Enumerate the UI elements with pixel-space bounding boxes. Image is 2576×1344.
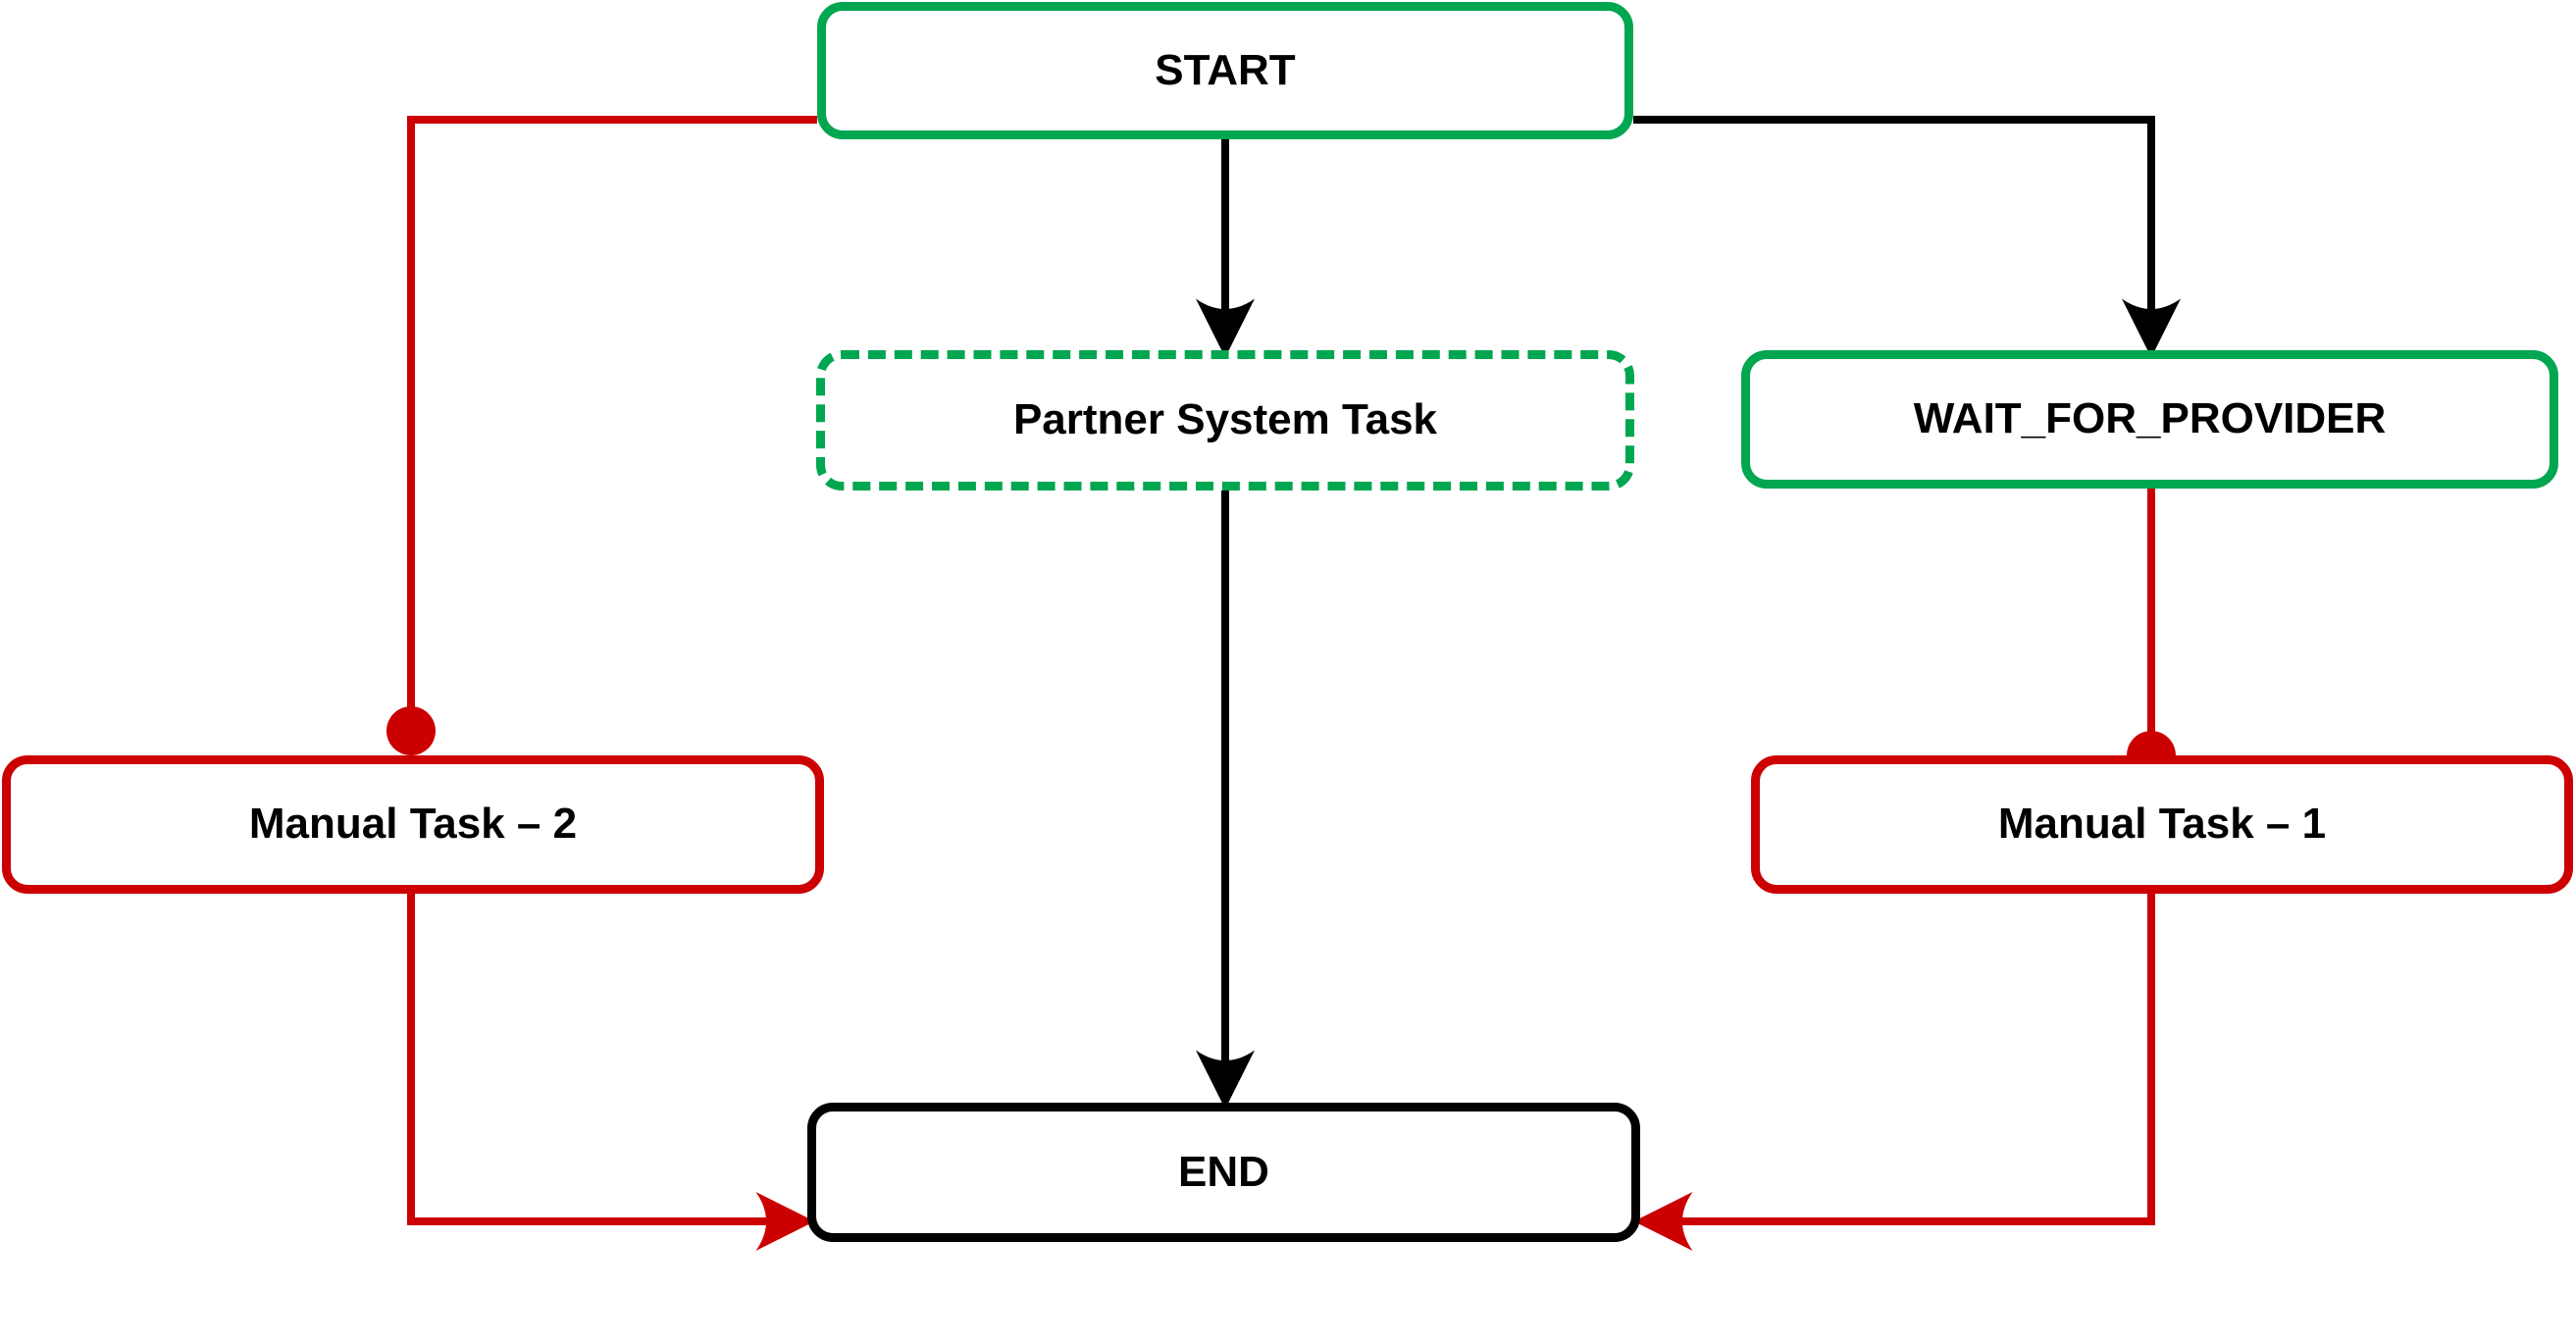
- node-wait-for-provider[interactable]: WAIT_FOR_PROVIDER: [1741, 350, 2558, 489]
- node-end-label: END: [1178, 1147, 1269, 1196]
- node-partner-system-task[interactable]: Partner System Task: [816, 350, 1634, 491]
- node-start-label: START: [1155, 45, 1296, 94]
- node-end[interactable]: END: [807, 1103, 1640, 1242]
- node-partner-system-task-label: Partner System Task: [1012, 395, 1438, 444]
- edge-manual-task-1-to-end: [1633, 894, 2155, 1251]
- node-manual-task-2[interactable]: Manual Task – 2: [2, 755, 824, 894]
- edge-start-to-manual-task-2: [407, 116, 817, 731]
- node-manual-task-2-label: Manual Task – 2: [248, 800, 578, 849]
- node-start[interactable]: START: [817, 2, 1633, 139]
- edge-dot-manual-task-2: [386, 706, 436, 755]
- node-manual-task-1[interactable]: Manual Task – 1: [1751, 755, 2573, 894]
- node-manual-task-1-label: Manual Task – 1: [1997, 800, 2327, 849]
- edge-start-to-wait-for-provider: [1633, 116, 2181, 358]
- node-wait-for-provider-label: WAIT_FOR_PROVIDER: [1913, 394, 2387, 443]
- edge-manual-task-2-to-end: [407, 894, 815, 1251]
